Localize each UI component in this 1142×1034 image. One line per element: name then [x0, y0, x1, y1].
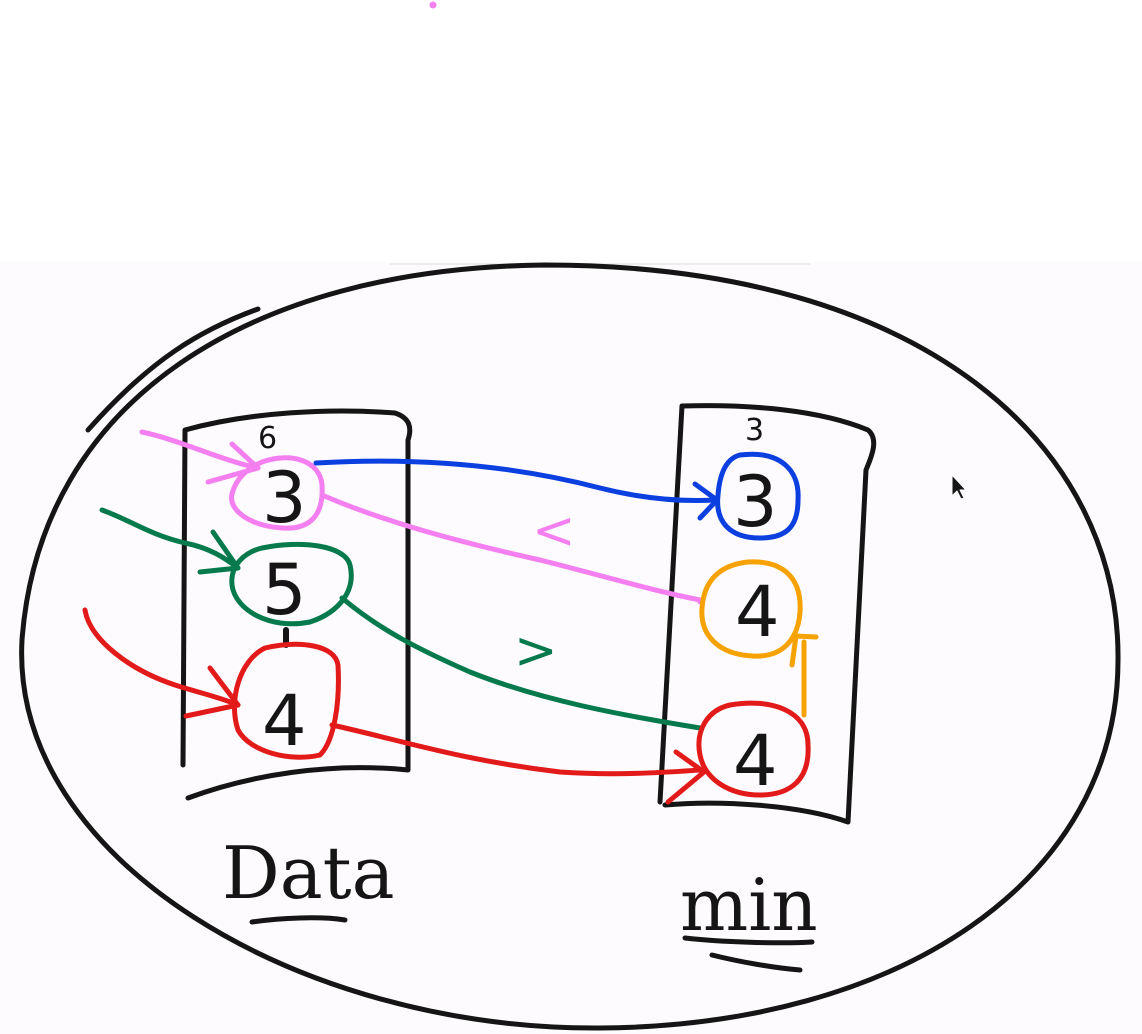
red-circle — [232, 641, 341, 760]
pink-circle — [229, 455, 325, 531]
data-label-underline — [249, 915, 348, 925]
data-value-2: 5 — [262, 549, 307, 631]
comparison-greater-than: > — [514, 621, 558, 681]
green-path — [99, 507, 703, 731]
min-label-underline — [682, 935, 815, 946]
red-path — [82, 607, 811, 805]
data-column-box — [180, 408, 413, 801]
min-value-3: 4 — [733, 720, 778, 802]
orange-circle — [699, 559, 803, 659]
green-circle — [229, 541, 354, 627]
outer-ellipse — [19, 262, 1121, 1031]
min-value-2: 4 — [735, 571, 780, 653]
red-min-circle — [696, 700, 811, 798]
top-blank-area — [0, 0, 1142, 262]
min-label-underline-2 — [709, 952, 803, 973]
blue-path — [313, 451, 801, 541]
comparison-less-than: < — [532, 501, 576, 561]
data-value-3: 4 — [262, 680, 307, 762]
min-value-1: 3 — [733, 461, 778, 543]
pink-path — [139, 429, 703, 605]
mouse-cursor-icon — [951, 474, 967, 500]
data-column: 6 3 5 4 — [180, 408, 413, 801]
whiteboard-area — [0, 262, 1142, 1034]
pen-dot — [429, 1, 437, 9]
min-column-label: min — [680, 863, 818, 947]
min-column-box — [657, 403, 877, 825]
orange-path — [699, 559, 819, 718]
data-top-partial-value: 6 — [258, 421, 277, 456]
ellipse-overstroke — [85, 306, 261, 433]
data-column-label: Data — [222, 831, 395, 915]
min-column: 3 3 4 4 — [657, 403, 877, 825]
min-top-partial-value: 3 — [745, 413, 764, 448]
blue-circle — [715, 451, 801, 541]
